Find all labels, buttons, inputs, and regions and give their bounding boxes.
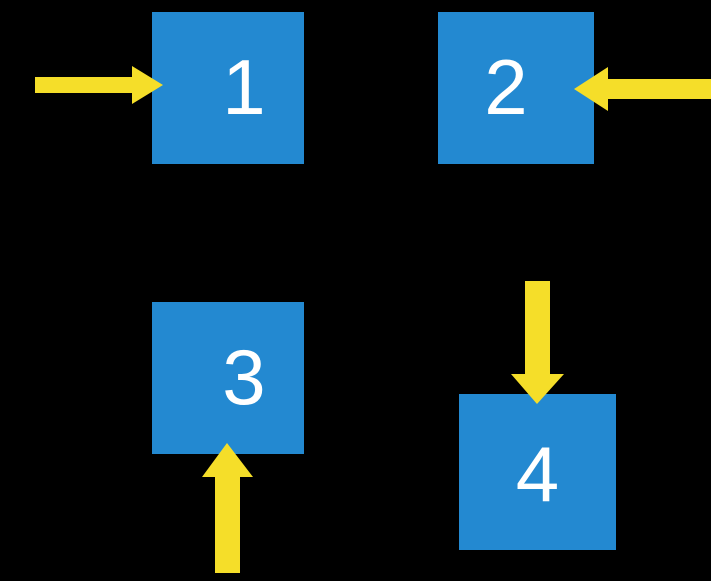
arrow-up-shape (202, 443, 253, 573)
arrow-left-shape (574, 67, 711, 111)
node-box-4[interactable]: 4 (459, 394, 616, 550)
node-box-2[interactable]: 2 (438, 12, 594, 164)
node-box-3-label: 3 (222, 333, 266, 421)
node-box-3[interactable]: 3 (152, 302, 304, 454)
arrow-right-shape (35, 66, 163, 104)
node-box-4-label: 4 (515, 430, 560, 518)
arrow-down-shape (511, 281, 564, 404)
node-box-1[interactable]: 1 (152, 12, 304, 164)
arrow-down-icon (511, 281, 564, 404)
node-box-2-label: 2 (484, 43, 528, 131)
arrow-up-icon (202, 443, 253, 573)
arrow-left-icon (574, 67, 711, 111)
arrow-right-icon (35, 66, 163, 104)
node-box-1-label: 1 (222, 43, 266, 131)
